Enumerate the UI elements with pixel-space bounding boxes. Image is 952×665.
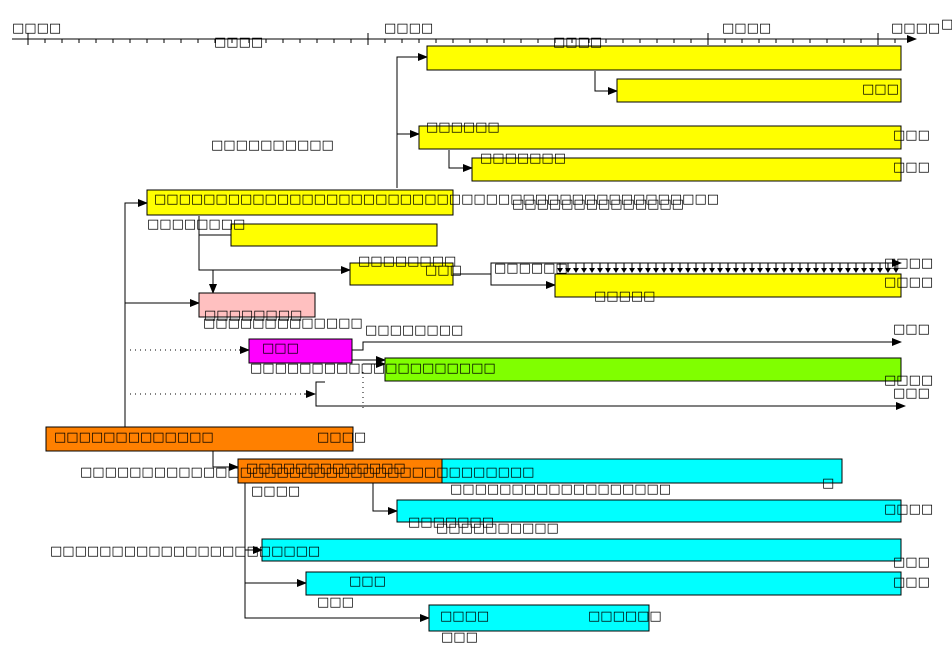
task-label: □□□□□□ — [426, 120, 500, 135]
axis-tick-label: □□□□ — [722, 21, 771, 36]
task-label: □□□□ — [884, 502, 933, 517]
connector-arrow — [448, 150, 473, 172]
connector-arrow — [352, 338, 902, 351]
axis-tick-label: □□□□ — [12, 21, 61, 36]
task-label: □□□□ — [251, 484, 300, 499]
task-label: □□□□ — [884, 256, 933, 271]
task-bar[interactable] — [616, 78, 902, 103]
task-label: □□□□□ — [594, 289, 655, 304]
task-label: □□□□□□□ — [408, 515, 494, 530]
connector-arrow — [212, 451, 239, 471]
hatch-arrows — [557, 263, 899, 273]
task-label: □□□□□□□□□□□□□ — [203, 316, 363, 331]
task-label: □□□□□□□□ — [147, 217, 245, 232]
task-label: □□□ — [317, 595, 354, 610]
task-label: □□□□□□□□ — [204, 308, 302, 323]
task-label: □□□ — [262, 341, 299, 356]
task-label: □□□ — [862, 82, 899, 97]
task-label: □□□□□□□□□□ — [211, 138, 334, 153]
task-bar[interactable] — [554, 273, 902, 298]
task-label: □□□□□□□□□□□□□□ — [512, 197, 684, 212]
connector-arrow — [198, 235, 351, 274]
task-bar[interactable] — [471, 157, 902, 182]
task-label: □□□ — [349, 574, 386, 589]
task-bar[interactable] — [426, 45, 902, 71]
axis-tick-label: □□□□ — [384, 21, 433, 36]
task-label: □□□□□□□□□□□□□ — [54, 430, 214, 445]
task-bar[interactable] — [248, 338, 353, 364]
task-label: □□□ — [893, 555, 930, 570]
task-label: □□□□□□□□□□□□□□□□□□ — [450, 482, 671, 497]
connector-arrow — [396, 53, 428, 188]
task-label: □□□□□□□ — [480, 151, 566, 166]
axis-corner-label: □ — [941, 17, 952, 32]
task-bar[interactable] — [384, 357, 902, 382]
task-label: □□□ — [893, 128, 930, 143]
axis-tick-label: □□□□ — [891, 21, 940, 36]
task-bar[interactable] — [45, 426, 354, 452]
task-bar[interactable] — [428, 604, 650, 632]
task-label: □□□□□□□□□□□□□ — [246, 461, 406, 476]
task-label: □□□□□□ — [588, 609, 662, 624]
task-bar[interactable] — [305, 571, 902, 596]
task-label: □□□□ — [317, 430, 366, 445]
task-label: □□□ — [893, 322, 930, 337]
task-bar[interactable] — [441, 458, 843, 484]
task-bar[interactable] — [198, 292, 316, 318]
task-bar[interactable] — [237, 458, 443, 484]
task-bars — [45, 45, 902, 632]
task-label: □□□□□□□□ — [365, 323, 463, 338]
task-label: □□□□□□□□□□ — [436, 521, 559, 536]
connectors — [124, 53, 906, 622]
task-label: □□□□ — [884, 373, 933, 388]
task-bar[interactable] — [261, 538, 902, 562]
task-label: □□□□ — [884, 275, 933, 290]
task-label: □□□□□□□□□□□□□□□□□□□□□□□□□□□□□□□□□□□□□ — [80, 465, 534, 480]
task-label: □□□ — [893, 386, 930, 401]
task-label: □ — [822, 476, 834, 491]
task-bar[interactable] — [146, 189, 454, 216]
task-label: □□□ — [441, 630, 478, 645]
connector-arrow — [244, 583, 430, 622]
timeline-axis: □□□□ □□□□ □□□□ □□□□ □□□□ □ — [12, 17, 952, 50]
task-label: □□□□□□□□□□□□□□□□□□□□ — [250, 361, 496, 376]
connector-arrow — [490, 274, 556, 289]
connector-arrow — [372, 483, 398, 515]
task-bar[interactable] — [230, 223, 438, 247]
task-label: □□□□ — [553, 35, 602, 50]
task-label: □□□□□□□□□□□□□□□□□□□□□□□□□□□□□□□□□□□□□□□□… — [154, 192, 719, 207]
task-label: □□□ — [425, 263, 462, 278]
task-bar[interactable] — [396, 499, 902, 523]
task-labels: □□□□ □□□ □□□□□□□□□□ □□□□□□ □□□ □□□□□□□ □… — [50, 35, 933, 645]
task-label: □□□□ — [440, 609, 489, 624]
task-bar[interactable] — [349, 262, 454, 286]
axis-tick-label: □□□□ — [214, 35, 263, 50]
connector-arrow — [315, 381, 906, 410]
task-label: □□□□□□□□ — [358, 254, 456, 269]
connector-arrow — [594, 71, 618, 95]
task-label: □□□□□□ — [494, 261, 568, 276]
task-label: □□□□□□□□□□□□□□□□□□□□□□ — [50, 544, 320, 559]
task-bar[interactable] — [418, 125, 902, 150]
axis-minor-ticks — [27, 39, 896, 43]
task-label: □□□ — [893, 160, 930, 175]
connector-arrow — [124, 199, 148, 427]
task-label: □□□ — [893, 575, 930, 590]
